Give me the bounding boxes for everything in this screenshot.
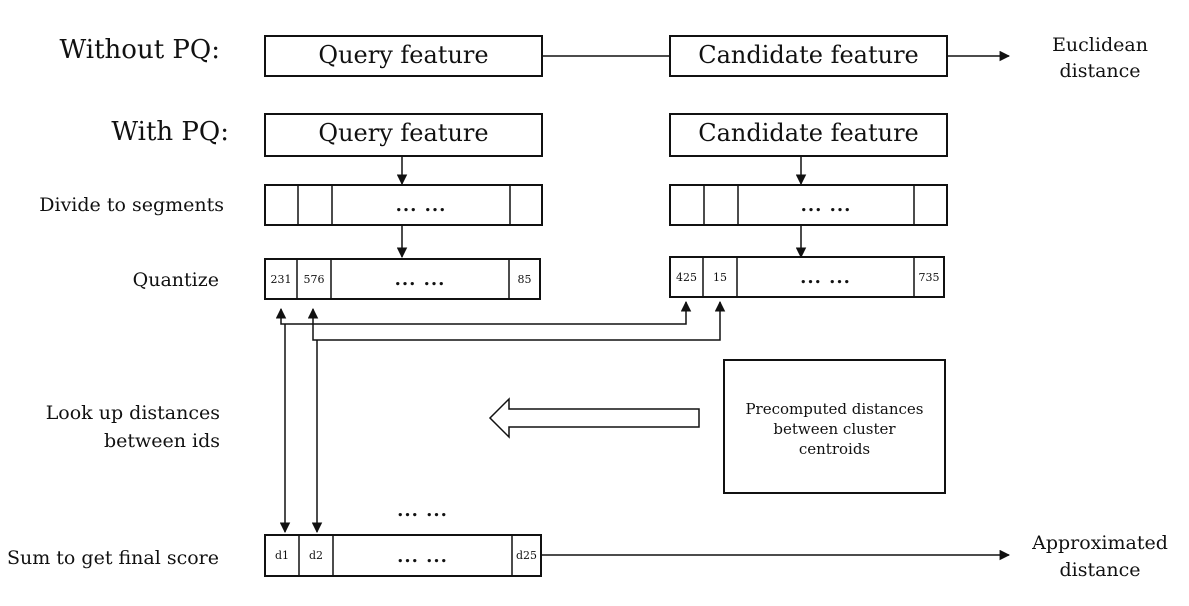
query-feature-box-without-pq: [264, 35, 543, 77]
candidate-id-last: 735: [918, 271, 940, 284]
query-id-2: 576: [303, 273, 325, 286]
sum-distances-bar: [264, 534, 542, 577]
precomputed-distances-box: [723, 359, 946, 494]
candidate-feature-box-without-pq: [669, 35, 948, 77]
query-feature-text-without-pq: Query feature: [318, 41, 489, 69]
candidate-segments-bar: [669, 184, 948, 226]
without-pq-label: Without PQ:: [59, 35, 220, 65]
approximated-output-line1: Approximated: [1032, 532, 1168, 554]
sum-cell-d2: d2: [308, 549, 324, 562]
query-feature-box-with-pq: [264, 113, 543, 157]
middle-ellipsis: ... ...: [397, 500, 448, 521]
query-ids-ellipsis: ... ...: [394, 269, 446, 290]
sum-cell-d25: d25: [515, 549, 538, 562]
sum-cells-ellipsis: ... ...: [397, 546, 448, 567]
euclidean-output-line1: Euclidean: [1052, 34, 1148, 56]
lookup-label-line1: Look up distances: [45, 402, 220, 424]
candidate-quantized-bar: [669, 256, 945, 298]
query-quantized-bar: [264, 258, 541, 300]
candidate-feature-text-with-pq: Candidate feature: [698, 119, 919, 147]
lookup-connector-segment-2: [307, 300, 726, 341]
query-id-1: 231: [270, 273, 292, 286]
approximated-output-line2: distance: [1059, 559, 1141, 581]
precomputed-text-line1: Precomputed distances: [745, 400, 924, 418]
euclidean-output-line2: distance: [1059, 60, 1141, 82]
divide-segments-label: Divide to segments: [39, 194, 224, 216]
quantize-label: Quantize: [132, 269, 219, 291]
hollow-left-arrow: [488, 397, 700, 439]
candidate-segments-ellipsis: ... ...: [800, 195, 852, 216]
query-segments-bar: [264, 184, 543, 226]
lookup-connector-segment-1: [275, 300, 692, 325]
lookup-label-line2: between ids: [103, 430, 220, 452]
precomputed-text-line2: between cluster: [773, 420, 896, 438]
candidate-id-2: 15: [713, 271, 727, 284]
candidate-feature-text-without-pq: Candidate feature: [698, 41, 919, 69]
candidate-id-1: 425: [676, 271, 697, 284]
sum-label: Sum to get final score: [6, 547, 219, 569]
query-id-last: 85: [517, 273, 532, 286]
candidate-feature-box-with-pq: [669, 113, 948, 157]
query-segments-ellipsis: ... ...: [395, 195, 447, 216]
precomputed-text-line3: centroids: [798, 440, 871, 458]
query-feature-text-with-pq: Query feature: [318, 119, 489, 147]
sum-cell-d1: d1: [274, 549, 290, 562]
with-pq-label: With PQ:: [111, 117, 229, 147]
candidate-ids-ellipsis: ... ...: [800, 267, 851, 288]
